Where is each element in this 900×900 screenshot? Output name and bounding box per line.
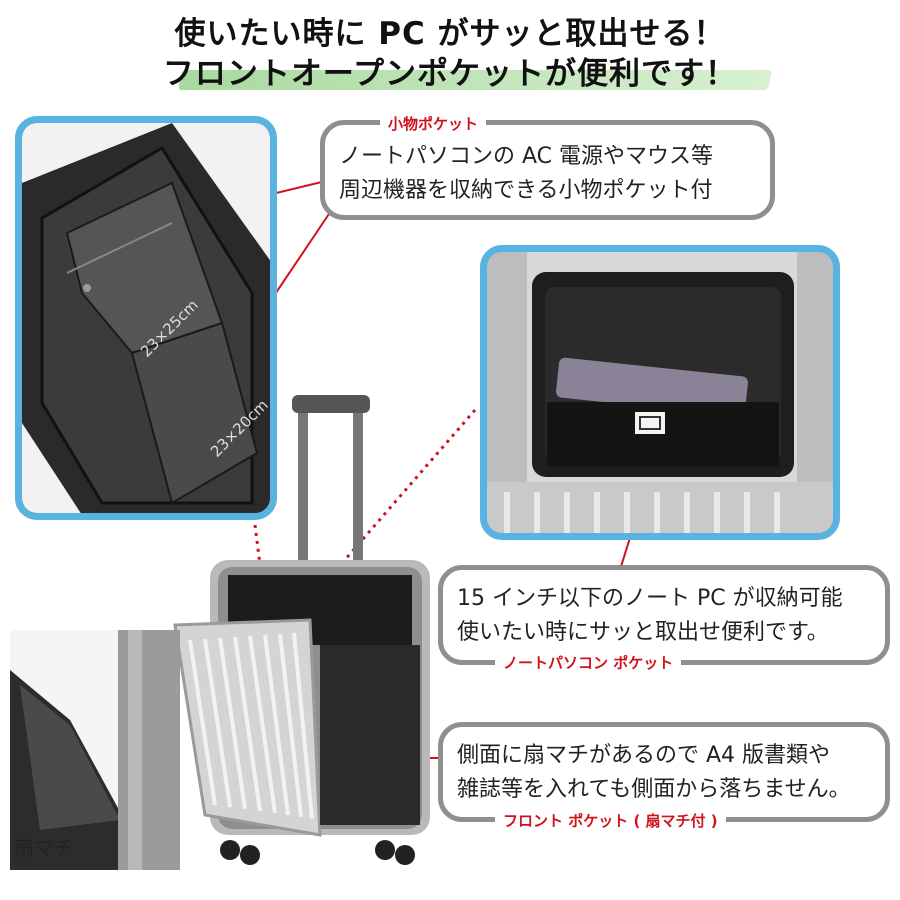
laptop-pocket-illustration — [487, 252, 833, 533]
tag-small-pocket: 小物ポケット — [380, 113, 487, 134]
gusset-caption: 扇マチ — [14, 836, 74, 860]
small-pocket-illustration — [22, 123, 270, 513]
callout-small-pocket-line2: 周辺機器を収納できる小物ポケット付 — [339, 178, 713, 203]
gusset-photo — [10, 630, 180, 870]
callout-front-pocket: 側面に扇マチがあるので A4 版書類や 雑誌等を入れても側面から落ちません。 — [438, 722, 890, 822]
callout-laptop-pocket-line1: 15 インチ以下のノート PC が収納可能 — [457, 586, 843, 611]
callout-front-pocket-line1: 側面に扇マチがあるので A4 版書類や — [457, 743, 831, 768]
headline-line-2: フロントオープンポケットが便利です！ — [162, 56, 738, 92]
headline-line-1: 使いたい時に PC がサッと取出せる！ — [174, 16, 726, 52]
callout-laptop-pocket-line2: 使いたい時にサッと取出せ便利です。 — [457, 620, 829, 645]
callout-laptop-pocket: 15 インチ以下のノート PC が収納可能 使いたい時にサッと取出せ便利です。 — [438, 565, 890, 665]
tag-laptop-pocket: ノートパソコン ポケット — [495, 652, 682, 673]
callout-small-pocket: ノートパソコンの AC 電源やマウス等 周辺機器を収納できる小物ポケット付 — [320, 120, 775, 220]
callout-small-pocket-line1: ノートパソコンの AC 電源やマウス等 — [339, 144, 714, 169]
small-pocket-photo: 23×25cm 23×20cm — [15, 116, 277, 520]
laptop-pocket-photo — [480, 245, 840, 540]
callout-front-pocket-line2: 雑誌等を入れても側面から落ちません。 — [457, 777, 851, 802]
tag-front-pocket: フロント ポケット ( 扇マチ付 ) — [495, 810, 726, 831]
suitcase-illustration — [173, 395, 430, 865]
